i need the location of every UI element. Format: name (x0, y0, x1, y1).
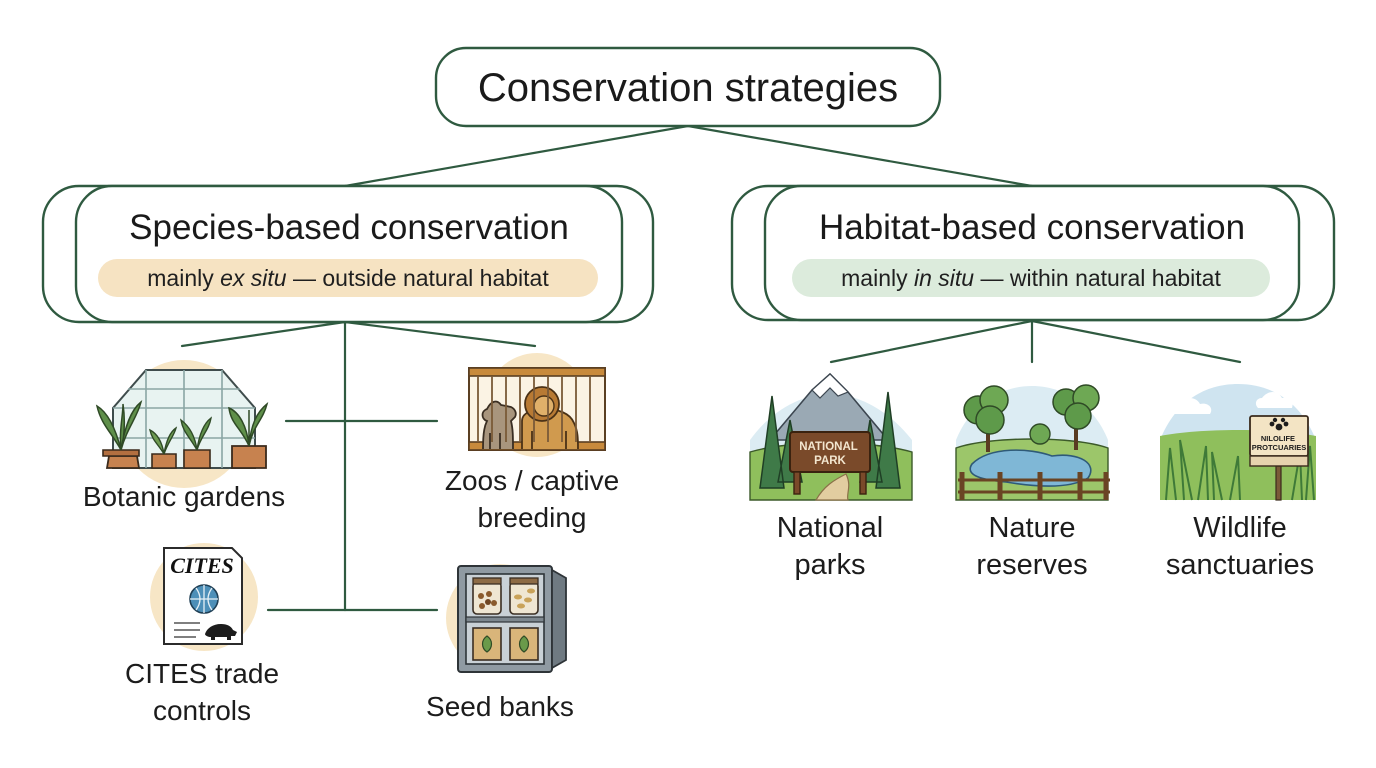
habitat-subtitle-prefix: mainly (841, 265, 914, 291)
seed-vault-icon (446, 564, 567, 673)
cites-document-icon: CITES (150, 543, 258, 651)
item-label-cites-trade-controls: CITES trade controls (124, 658, 280, 726)
nature-reserve-icon (955, 384, 1110, 501)
item-label-nature-reserves: Nature reserves (976, 512, 1088, 581)
national-park-icon: NATIONAL PARK (749, 372, 913, 501)
root-box (434, 46, 942, 128)
park-sign-line-2: PARK (814, 455, 846, 467)
item-label-wildlife-sanctuaries: Wildlife sanctuaries (1165, 512, 1315, 581)
habitat-box-inner (763, 184, 1301, 322)
cites-logo-text: CITES (170, 553, 234, 578)
species-box-inner (74, 184, 624, 324)
species-subtitle-suffix: — outside natural habitat (286, 265, 549, 291)
sanctuary-sign-line-1: NILOLIFE (1261, 434, 1295, 443)
svg-text:NILOLIFE PROTCUARIES: NILOLIFE PROTCUARIES (1252, 434, 1307, 452)
species-subtitle-term: ex situ (220, 265, 287, 291)
habitat-subtitle-term: in situ (914, 265, 975, 291)
item-label-botanic-gardens: Botanic gardens (82, 481, 286, 512)
connector-species-left (180, 320, 347, 348)
animal-cage-icon (468, 353, 606, 457)
greenhouse-icon (95, 360, 269, 488)
root-title: Conservation strategies (477, 66, 899, 110)
habitat-subtitle-suffix: — within natural habitat (974, 265, 1221, 291)
connector-species-right (343, 320, 537, 348)
species-branch-subtitle: mainly ex situ — outside natural habitat (98, 259, 598, 297)
habitat-branch-title: Habitat-based conservation (818, 208, 1246, 247)
item-label-seed-banks: Seed banks (426, 691, 574, 722)
svg-text:NATIONAL PARK: NATIONAL PARK (799, 441, 861, 467)
item-label-zoos-captive-breeding: Zoos / captive breeding (444, 465, 620, 533)
park-sign-line-1: NATIONAL (799, 441, 858, 453)
connector-root-species (343, 124, 690, 188)
connector-habitat-right (1030, 319, 1242, 364)
habitat-branch-subtitle: mainly in situ — within natural habitat (792, 259, 1270, 297)
item-label-national-parks: National parks (776, 512, 884, 581)
species-branch-title: Species-based conservation (129, 208, 569, 247)
connector-habitat-left (829, 319, 1034, 364)
wildlife-sanctuary-icon: NILOLIFE PROTCUARIES (1160, 384, 1316, 501)
species-subtitle-prefix: mainly (147, 265, 221, 291)
connector-root-habitat (686, 124, 1034, 188)
sanctuary-sign-line-2: PROTCUARIES (1252, 443, 1307, 452)
